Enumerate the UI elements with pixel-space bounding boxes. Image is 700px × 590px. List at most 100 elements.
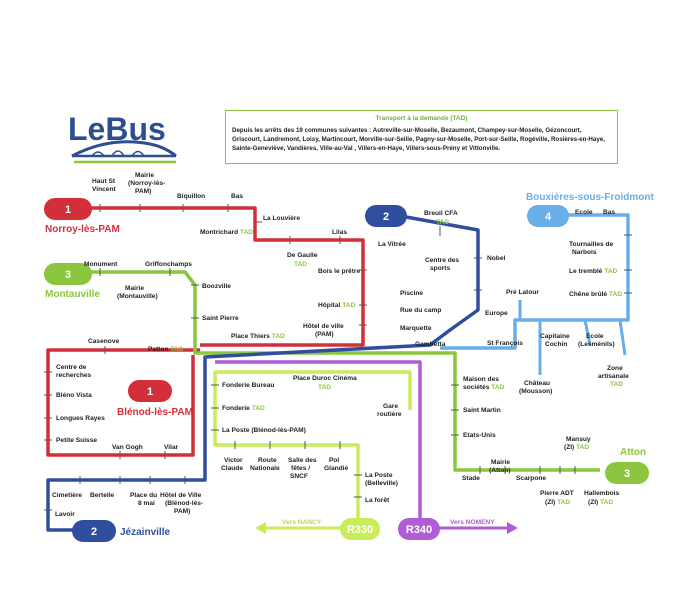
- line-3-atton-badge[interactable]: 3: [605, 462, 649, 484]
- stop-biquillon[interactable]: Biquillon: [177, 193, 205, 200]
- direction-nomeny: Vers NOMENY: [450, 519, 495, 526]
- stop-st-francois[interactable]: St François: [487, 340, 523, 347]
- stop-hotel-de-ville-pam[interactable]: Hôtel de ville(PAM): [303, 323, 344, 338]
- line-r340-badge[interactable]: R340: [398, 518, 440, 540]
- stop-bertelle[interactable]: Bertelle: [90, 492, 115, 499]
- stop-hopital[interactable]: Hôpital TAD: [318, 302, 356, 309]
- stop-place-thiers[interactable]: Place Thiers TAD: [231, 333, 285, 340]
- stop-saint-pierre[interactable]: Saint Pierre: [202, 315, 239, 322]
- stop-ecole-bouxieres[interactable]: Ecole: [575, 209, 593, 216]
- line-1-norroy-badge[interactable]: 1: [44, 198, 92, 220]
- line-number: 1: [65, 204, 71, 216]
- stop-bas[interactable]: Bas: [231, 193, 243, 200]
- terminus-blenod: Blénod-lès-PAM: [117, 407, 193, 418]
- stop-hallembois[interactable]: Hallembois(ZI) TAD: [584, 490, 620, 506]
- stop-gambetta[interactable]: Gambetta: [415, 341, 446, 348]
- stop-la-poste-belleville[interactable]: La Poste(Belleville): [365, 472, 398, 487]
- stop-mairie-norroy[interactable]: Mairie(Norroy-lès-PAM): [128, 172, 165, 195]
- stop-scarpone[interactable]: Scarpone: [516, 475, 546, 482]
- stop-la-vitree[interactable]: La Vitrée: [378, 241, 406, 248]
- line-1-blenod-route: [46, 348, 200, 457]
- line-4-route: [440, 213, 630, 350]
- stop-mairie-montauville[interactable]: Mairie(Montauville): [117, 285, 158, 300]
- stop-petite-suisse[interactable]: Petite Suisse: [56, 437, 97, 444]
- stop-cimetiere[interactable]: Cimetière: [52, 492, 82, 499]
- line-r330-route: [213, 370, 412, 528]
- stop-saint-martin[interactable]: Saint Martin: [463, 407, 501, 414]
- stop-le-tremble[interactable]: Le tremblé TAD: [569, 268, 618, 275]
- line-number: 3: [624, 468, 630, 480]
- stop-longues-rayes[interactable]: Longues Rayes: [56, 415, 105, 422]
- stop-hotel-de-ville-blenod[interactable]: Hôtel de Ville(Blénod-lès-PAM): [160, 492, 203, 515]
- stop-chateau-mousson[interactable]: Château(Mousson): [519, 380, 552, 395]
- stop-chene-brule[interactable]: Chêne brûlé TAD: [569, 291, 622, 298]
- stop-monument[interactable]: Monument: [84, 261, 118, 268]
- stop-la-poste-blenod[interactable]: La Poste (Blénod-lès-PAM): [222, 427, 306, 434]
- stop-lavoir[interactable]: Lavoir: [55, 511, 75, 518]
- stop-griffonchamps[interactable]: Griffonchamps: [145, 261, 192, 268]
- line-2-badge-top[interactable]: 2: [365, 205, 407, 227]
- stop-fonderie-bureau[interactable]: Fonderie Bureau: [222, 382, 274, 389]
- stop-nobel[interactable]: Nobel: [487, 255, 505, 262]
- stop-casenove[interactable]: Casenove: [88, 338, 119, 345]
- line-number: R330: [347, 524, 373, 536]
- stop-montrichard[interactable]: Montrichard TAD: [200, 229, 253, 236]
- line-2-jezainville-badge[interactable]: 2: [72, 520, 116, 542]
- stop-europe[interactable]: Europe: [485, 310, 508, 317]
- terminus-norroy: Norroy-lès-PAM: [45, 224, 120, 235]
- terminus-bouxieres: Bouxières-sous-Froidmont: [526, 192, 654, 203]
- line-number: 4: [545, 211, 552, 223]
- line-r330-badge[interactable]: R330: [340, 518, 380, 540]
- line-1-blenod-badge[interactable]: 1: [128, 380, 172, 402]
- stop-rue-du-camp[interactable]: Rue du camp: [400, 307, 441, 314]
- stop-vilar[interactable]: Vilar: [164, 444, 179, 451]
- line-number: 3: [65, 269, 71, 281]
- stop-stade[interactable]: Stade: [462, 475, 480, 482]
- stop-la-foret[interactable]: La forêt: [365, 497, 390, 504]
- stop-mairie-atton[interactable]: Mairie(Atton): [489, 459, 511, 474]
- line-3-montauville-route: [72, 270, 600, 472]
- stop-van-gogh[interactable]: Van Gogh: [112, 444, 143, 451]
- stop-la-louviere[interactable]: La Louvière: [263, 215, 300, 222]
- stop-marquette[interactable]: Marquette: [400, 325, 432, 332]
- stop-etats-unis[interactable]: Etats-Unis: [463, 432, 496, 439]
- direction-nancy: Vers NANCY: [282, 519, 322, 526]
- stop-pre-latour[interactable]: Pré Latour: [506, 289, 539, 296]
- line-number: 2: [383, 211, 389, 223]
- line-4-badge[interactable]: 4: [527, 205, 569, 227]
- stop-bas-bouxieres[interactable]: Bas: [603, 209, 615, 216]
- stop-mansuy[interactable]: Mansuy(ZI) TAD: [564, 436, 591, 451]
- stop-piscine[interactable]: Piscine: [400, 290, 423, 297]
- stop-boozville[interactable]: Boozville: [202, 283, 231, 290]
- stop-lilas[interactable]: Lilas: [332, 229, 347, 236]
- stop-bois-le-pretre[interactable]: Bois le prêtre: [318, 268, 360, 275]
- stop-patton[interactable]: Patton TAD: [148, 346, 184, 353]
- stop-pierre-adt[interactable]: Pierre ADT(ZI) TAD: [540, 490, 574, 506]
- terminus-montauville: Montauville: [45, 289, 100, 300]
- stop-fonderie[interactable]: Fonderie TAD: [222, 405, 265, 412]
- line-1-norroy-route: [70, 206, 365, 347]
- line-3-montauville-badge[interactable]: 3: [44, 263, 92, 285]
- stop-ecole-lesmenils[interactable]: Ecole(Lesménils): [578, 333, 615, 348]
- line-2-route: [46, 213, 480, 532]
- lebus-logo: LeBus: [68, 111, 177, 164]
- line-r340-route: [215, 360, 422, 520]
- stop-bleno-vista[interactable]: Bléno Vista: [56, 392, 92, 399]
